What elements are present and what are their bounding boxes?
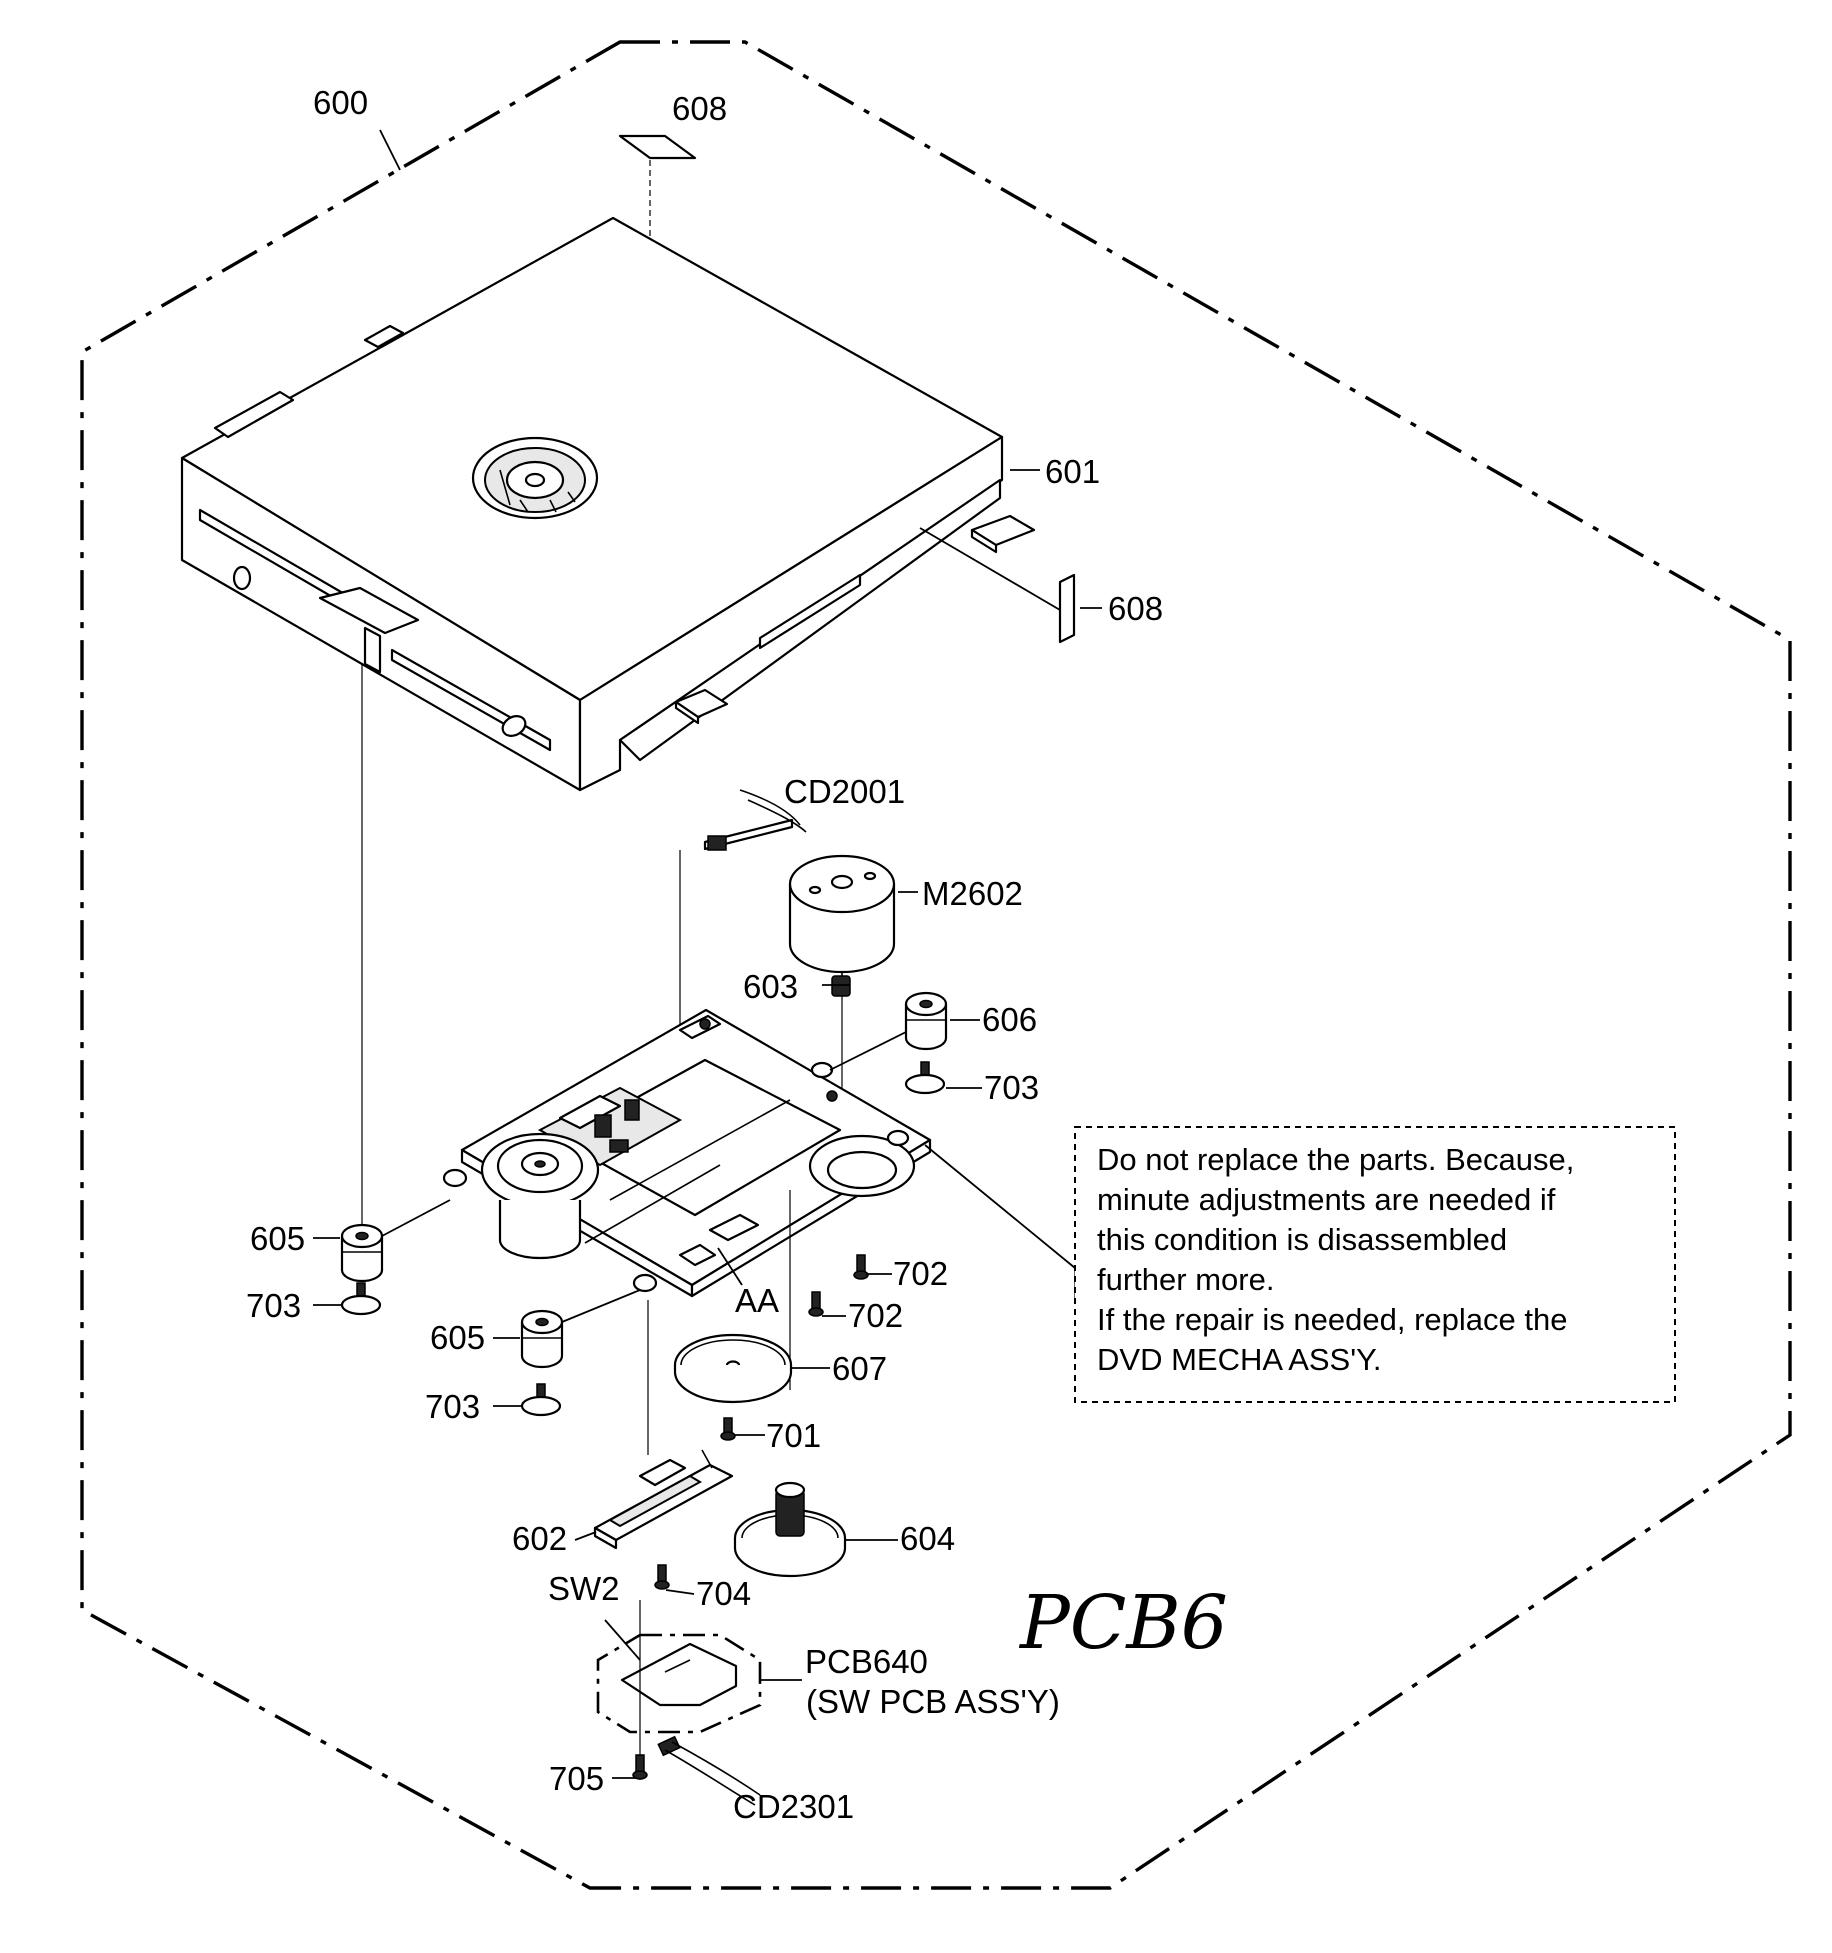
- damper-606: [829, 991, 948, 1071]
- label-608-side: 608: [1108, 590, 1163, 627]
- label-703-left: 703: [246, 1287, 301, 1324]
- label-607: 607: [832, 1350, 887, 1387]
- gear-604: [733, 1481, 847, 1578]
- label-m2602: M2602: [922, 875, 1023, 912]
- label-603: 603: [743, 968, 798, 1005]
- label-602: 602: [512, 1520, 567, 1557]
- label-600: 600: [313, 84, 368, 121]
- label-606: 606: [982, 1001, 1037, 1038]
- label-pcb640-sub: (SW PCB ASS'Y): [806, 1683, 1060, 1720]
- label-702-b: 702: [848, 1297, 903, 1334]
- motor-m2602: [788, 854, 896, 992]
- damper-605-left: [340, 665, 451, 1283]
- label-703-right: 703: [984, 1069, 1039, 1106]
- label-pcb640: PCB640: [805, 1643, 928, 1680]
- damper-605-bottom: [520, 1289, 641, 1369]
- note-leader: [924, 1144, 1076, 1269]
- label-aa: AA: [735, 1282, 779, 1319]
- label-701: 701: [766, 1417, 821, 1454]
- label-608-top: 608: [672, 90, 727, 127]
- label-cd2001: CD2001: [784, 773, 905, 810]
- label-604: 604: [900, 1520, 955, 1557]
- label-704: 704: [696, 1575, 751, 1612]
- note-line-2: minute adjustments are needed if: [1097, 1182, 1556, 1217]
- note-box: [1074, 1126, 1676, 1403]
- note-line-4: further more.: [1097, 1262, 1274, 1297]
- note-line-3: this condition is disassembled: [1097, 1222, 1507, 1257]
- label-601: 601: [1045, 453, 1100, 490]
- screw-703-left: [340, 1282, 382, 1316]
- screw-703-bottom: [520, 1383, 562, 1417]
- pcb640: [596, 1600, 762, 1806]
- pulley-607: [673, 1333, 793, 1404]
- label-cd2301: CD2301: [733, 1788, 854, 1825]
- label-702-a: 702: [893, 1255, 948, 1292]
- note-line-6: DVD MECHA ASS'Y.: [1097, 1342, 1381, 1377]
- switch-part-602: [593, 1300, 734, 1550]
- handwritten-pcb6: PCB6: [1018, 1580, 1228, 1666]
- tape-608-side: [1058, 573, 1076, 644]
- leader-lines: [313, 129, 1102, 1779]
- assembly-boundary: [80, 40, 1792, 1890]
- note-line-5: If the repair is needed, replace the: [1097, 1302, 1567, 1337]
- traverse-chassis: [442, 1008, 932, 1390]
- label-705: 705: [549, 1760, 604, 1797]
- label-605-left: 605: [250, 1220, 305, 1257]
- label-sw2: SW2: [548, 1570, 620, 1607]
- label-703-bottom: 703: [425, 1388, 480, 1425]
- label-605-bottom: 605: [430, 1319, 485, 1356]
- mecha-cover-601: [180, 216, 1036, 792]
- screw-703-right: [904, 1061, 946, 1095]
- tape-608-top: [618, 134, 697, 160]
- note-line-1: Do not replace the parts. Because,: [1097, 1142, 1574, 1177]
